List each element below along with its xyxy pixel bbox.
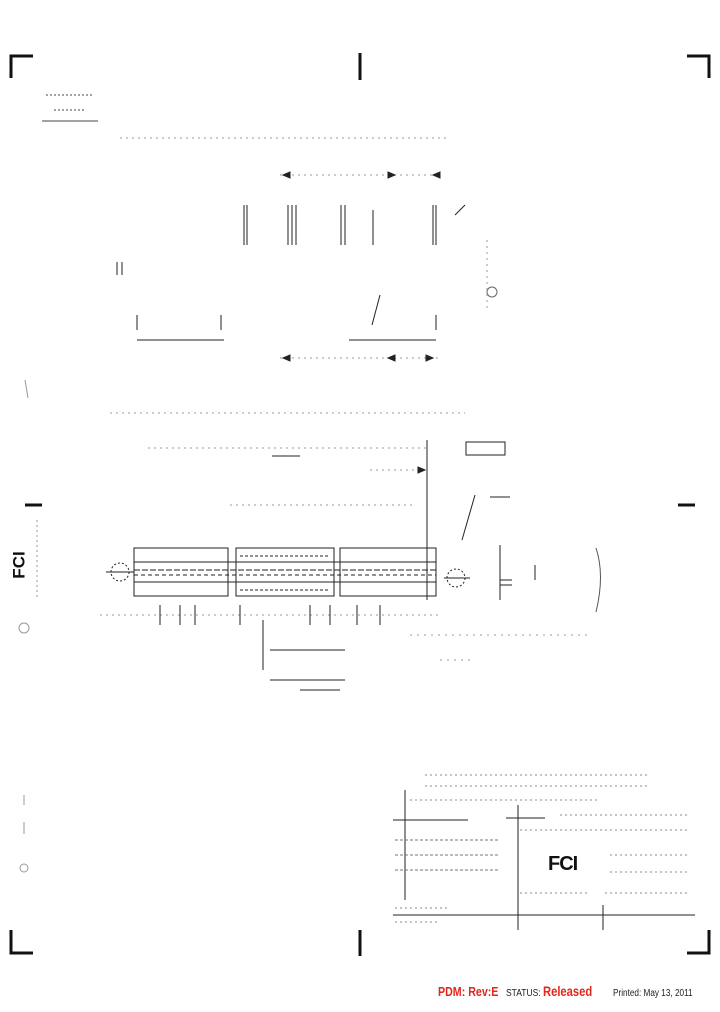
status-label: STATUS: xyxy=(506,988,541,999)
corner-mark-bottom-right xyxy=(687,930,711,955)
corner-mark-bottom-left xyxy=(9,930,33,955)
left-margin-marks xyxy=(18,379,38,873)
connector-top-view xyxy=(116,137,498,362)
corner-mark-top-left xyxy=(9,54,33,78)
revision-note xyxy=(42,94,98,122)
pdm-revision: PDM: Rev:E xyxy=(438,984,499,999)
title-block xyxy=(393,774,695,930)
corner-mark-top-right xyxy=(687,54,711,78)
corner-marks xyxy=(9,53,711,956)
brand-logo-vertical: FCI xyxy=(9,551,29,579)
status-value: Released xyxy=(543,983,593,999)
brand-logo-title-block: FCI xyxy=(548,853,578,875)
footer-status-line: PDM: Rev:E STATUS: Released Printed: May… xyxy=(438,983,710,1003)
printed-date: Printed: May 13, 2011 xyxy=(613,988,693,999)
connector-front-view xyxy=(100,412,601,691)
